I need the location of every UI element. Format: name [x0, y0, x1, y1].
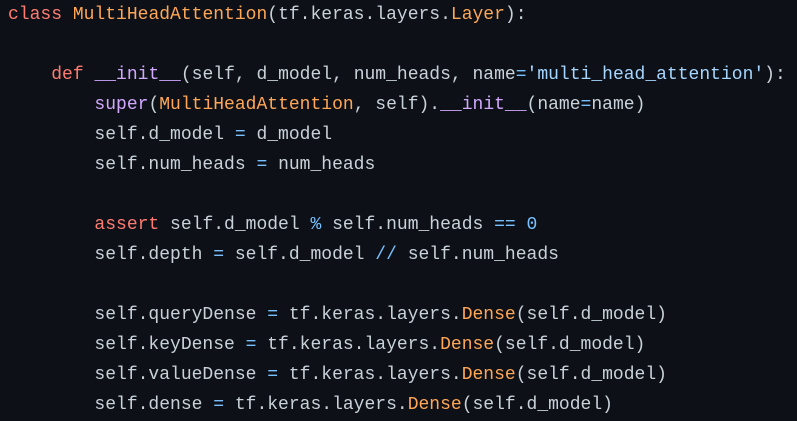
code-token-fn: super — [94, 95, 149, 115]
code-token-plain: num_heads — [267, 155, 376, 175]
code-token-cls: MultiHeadAttention — [72, 5, 268, 25]
code-token-plain — [84, 65, 95, 85]
code-token-plain — [8, 95, 94, 115]
code-token-op: // — [375, 245, 397, 265]
code-token-fn: __init__ — [94, 65, 181, 85]
code-token-plain: (self.d_model) — [461, 395, 613, 415]
code-line — [8, 180, 797, 210]
code-token-op: = — [234, 125, 246, 145]
code-token-plain: tf.keras.layers. — [278, 305, 462, 325]
code-line: self.dense = tf.keras.layers.Dense(self.… — [8, 390, 797, 420]
code-token-cls: Dense — [440, 335, 495, 355]
code-token-op: = — [267, 305, 279, 325]
code-token-cls: Layer — [450, 5, 505, 25]
code-token-op: = — [515, 65, 527, 85]
code-token-plain: name) — [591, 95, 646, 115]
code-token-num: 0 — [526, 215, 538, 235]
code-token-plain: self.d_model — [159, 215, 311, 235]
code-token-plain — [8, 65, 51, 85]
code-token-kw: def — [51, 65, 84, 85]
code-line: self.valueDense = tf.keras.layers.Dense(… — [8, 360, 797, 390]
code-token-op: = — [213, 395, 225, 415]
code-line — [8, 30, 797, 60]
code-line: self.queryDense = tf.keras.layers.Dense(… — [8, 300, 797, 330]
code-token-plain: (self.d_model) — [494, 335, 646, 355]
code-token-plain: ): — [504, 5, 527, 25]
code-token-plain: ): — [764, 65, 786, 85]
code-token-plain — [62, 5, 73, 25]
code-token-fn: __init__ — [440, 95, 527, 115]
code-token-op: % — [310, 215, 322, 235]
code-token-op: = — [213, 245, 225, 265]
code-token-plain: self.depth — [8, 245, 214, 265]
code-token-plain: (self, d_model, num_heads, name — [180, 65, 516, 85]
code-token-plain: self.num_heads — [8, 155, 257, 175]
code-token-plain: self.queryDense — [8, 305, 268, 325]
code-token-plain — [8, 215, 94, 235]
code-line: def __init__(self, d_model, num_heads, n… — [8, 60, 797, 90]
code-token-op: == — [494, 215, 516, 235]
code-token-plain: tf.keras.layers. — [224, 395, 408, 415]
code-line: self.depth = self.d_model // self.num_he… — [8, 240, 797, 270]
code-token-cls: Dense — [407, 395, 462, 415]
code-line: self.keyDense = tf.keras.layers.Dense(se… — [8, 330, 797, 360]
code-token-plain — [516, 215, 527, 235]
code-line: super(MultiHeadAttention, self).__init__… — [8, 90, 797, 120]
code-token-cls: Dense — [461, 305, 516, 325]
code-line: self.num_heads = num_heads — [8, 150, 797, 180]
code-token-plain: tf.keras.layers. — [256, 335, 441, 355]
code-token-op: = — [580, 95, 592, 115]
code-token-plain: self.d_model — [224, 245, 376, 265]
code-token-plain: self.keyDense — [8, 335, 246, 355]
code-token-plain: self.dense — [8, 395, 214, 415]
code-token-plain: (self.d_model) — [515, 305, 667, 325]
code-token-plain: (name — [526, 95, 581, 115]
code-line — [8, 270, 797, 300]
code-token-plain: tf.keras.layers. — [278, 365, 462, 385]
code-line: class MultiHeadAttention(tf.keras.layers… — [8, 0, 797, 30]
code-token-plain: , self). — [353, 95, 441, 115]
code-line: assert self.d_model % self.num_heads == … — [8, 210, 797, 240]
code-line: self.d_model = d_model — [8, 120, 797, 150]
code-token-plain: (tf.keras.layers. — [267, 5, 451, 25]
code-token-plain: self.num_heads — [321, 215, 495, 235]
code-token-plain: (self.d_model) — [515, 365, 667, 385]
code-token-plain: ( — [148, 95, 160, 115]
code-token-kw: assert — [94, 215, 160, 235]
code-token-plain: self.valueDense — [8, 365, 268, 385]
code-token-plain: self.num_heads — [396, 245, 559, 265]
code-token-plain: self.d_model — [8, 125, 235, 145]
code-token-cls: Dense — [461, 365, 516, 385]
code-token-cls: MultiHeadAttention — [159, 95, 354, 115]
code-token-op: = — [267, 365, 279, 385]
code-token-op: = — [245, 335, 257, 355]
code-token-kw: class — [8, 5, 63, 25]
code-token-plain: d_model — [245, 125, 333, 145]
code-token-str: 'multi_head_attention' — [526, 65, 765, 85]
code-token-op: = — [256, 155, 268, 175]
